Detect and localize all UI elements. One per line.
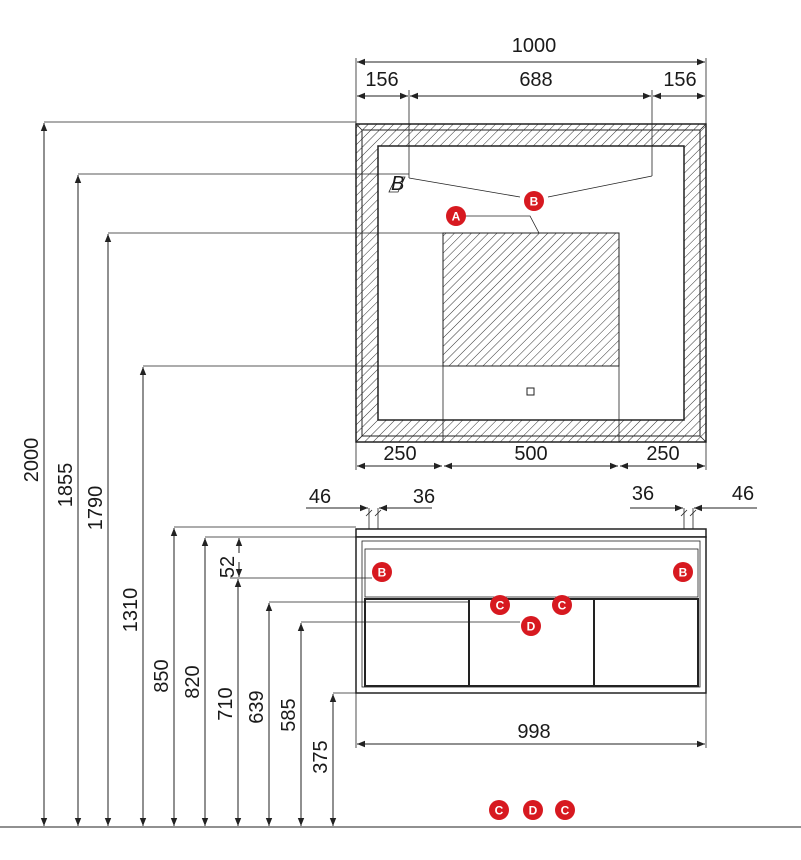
marker-cabinet-d: D [521, 616, 541, 636]
dim-cab-left-b: 36 [413, 486, 435, 508]
basin-zone [364, 548, 699, 598]
dim-mirror-width: 1000 [512, 35, 557, 57]
svg-text:A: A [452, 210, 461, 224]
touch-switch-icon [526, 387, 535, 396]
svg-text:C: C [496, 599, 505, 613]
dim-height-710: 710 [215, 687, 237, 720]
circle-badge-icon [521, 616, 541, 636]
dim-border-right: 156 [663, 69, 696, 91]
dim-cabinet-width: 998 [517, 721, 550, 743]
dim-top-gap: 52 [217, 556, 239, 578]
svg-text:C: C [561, 804, 570, 818]
drawer-right [593, 598, 699, 687]
dim-panel-right: 250 [646, 443, 679, 465]
marker-cabinet-b-right: B [673, 562, 693, 582]
countertop [355, 528, 707, 538]
dim-panel-width: 500 [514, 443, 547, 465]
circle-badge-icon [490, 595, 510, 615]
marker-mirror-b: B [524, 191, 544, 211]
svg-text:C: C [495, 804, 504, 818]
cabinet-top-dimensions: 46 36 36 46 [306, 483, 757, 529]
dim-cab-right-a: 36 [632, 483, 654, 505]
circle-badge-icon [523, 800, 543, 820]
svg-text:B: B [378, 566, 387, 580]
top-gap-dimension: 52 [217, 536, 372, 579]
corner-letter: B [391, 173, 404, 195]
dim-height-850: 850 [151, 659, 173, 692]
svg-text:B: B [530, 195, 539, 209]
circle-badge-icon [673, 562, 693, 582]
vanity-cabinet [355, 528, 707, 694]
marker-cabinet-c2: C [552, 595, 572, 615]
cabinet-width-dimension: 998 [355, 693, 707, 748]
dim-height-1790: 1790 [85, 486, 107, 531]
dim-height-375: 375 [310, 740, 332, 773]
height-dimensions: 2000 1855 1790 1310 850 820 710 639 585 … [21, 121, 520, 826]
svg-text:D: D [529, 804, 538, 818]
dim-height-1855: 1855 [55, 463, 77, 508]
dim-cab-right-b: 46 [732, 483, 754, 505]
svg-text:C: C [558, 599, 567, 613]
corner-detail [388, 176, 406, 193]
circle-badge-icon [446, 206, 466, 226]
circle-badge-icon [555, 800, 575, 820]
marker-cabinet-b-left: B [372, 562, 392, 582]
dim-height-639: 639 [246, 690, 268, 723]
circle-badge-icon [489, 800, 509, 820]
cabinet-body [355, 536, 707, 694]
circle-badge-icon [372, 562, 392, 582]
svg-text:D: D [527, 620, 536, 634]
legend-marker-d: D [523, 800, 543, 820]
dim-height-2000: 2000 [21, 438, 43, 483]
dim-cab-left-a: 46 [309, 486, 331, 508]
dim-led-span: 688 [519, 69, 552, 91]
legend-marker-c-left: C [489, 800, 509, 820]
dim-height-1310: 1310 [120, 588, 142, 633]
svg-text:B: B [679, 566, 688, 580]
dim-border-left: 156 [365, 69, 398, 91]
dim-height-585: 585 [278, 698, 300, 731]
circle-badge-icon [524, 191, 544, 211]
circle-badge-icon [552, 595, 572, 615]
defog-panel [442, 232, 620, 367]
mirror-top-dimensions: 1000 156 688 156 [355, 35, 707, 178]
dim-height-820: 820 [182, 665, 204, 698]
marker-cabinet-c1: C [490, 595, 510, 615]
marker-mirror-a: A [446, 206, 466, 226]
mirror: B [355, 123, 707, 443]
legend-marker-c-right: C [555, 800, 575, 820]
mirror-bottom-dimensions: 250 500 250 [355, 442, 707, 470]
dim-panel-left: 250 [383, 443, 416, 465]
